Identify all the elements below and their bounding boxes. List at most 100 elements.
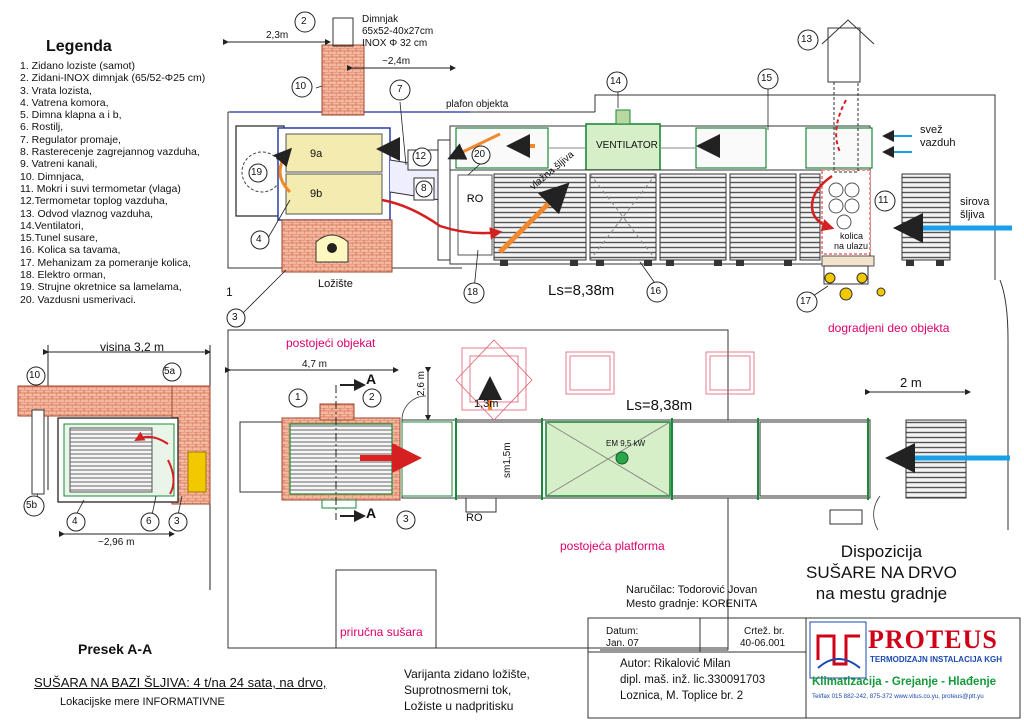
legend-item: 17. Mehanizam za pomeranje kolica, <box>20 256 192 269</box>
section-callout-4: 4 <box>72 516 78 527</box>
legend-item: 3. Vrata lozista, <box>20 84 92 97</box>
company-logo: PROTEUS <box>868 625 998 654</box>
company-tagline: TERMODIZAJN INSTALACIJA KGH <box>870 655 1002 664</box>
motor-label: EM 9,5 kW <box>606 439 646 448</box>
legend-item: 19. Strujne okretnice sa lamelama, <box>20 281 182 294</box>
makeshift-dryer-label: priručna sušara <box>340 625 423 639</box>
top-view: RO <box>223 11 1012 328</box>
company-contact: Tel/fax 015 882-242, 875-372 www.vitus.c… <box>812 693 984 700</box>
fresh-air-1: svež <box>920 124 943 136</box>
cut-mark-top: A <box>366 371 377 387</box>
section-view <box>17 345 211 590</box>
svg-text:RO: RO <box>467 193 484 205</box>
drawing-title-line: Dispozicija <box>840 542 923 561</box>
cart-in-1: kolica <box>840 231 864 241</box>
cart-in-2: na ulazu <box>834 241 869 251</box>
platform-label: postojeća platforma <box>560 539 665 553</box>
legend-item: 16. Kolica sa tavama, <box>20 244 121 257</box>
site-line: Mesto gradnje: KORENITA <box>626 598 758 610</box>
section-callout-5a: 5a <box>164 366 176 377</box>
raw-plums-1: sirova <box>960 196 990 208</box>
legend-item: 18. Elektro orman, <box>20 269 106 282</box>
plan-callout-2: 2 <box>369 392 375 403</box>
drawing-title: Dispozicija SUŠARE NA DRVO na mestu grad… <box>806 541 957 604</box>
legend-item: 10. Dimnjaca, <box>20 170 85 183</box>
date-value: Jan. 07 <box>606 638 639 649</box>
callout-15: 15 <box>761 73 773 84</box>
legend-item: 2. Zidani-INOX dimnjak (65/52-Φ25 cm) <box>20 72 206 85</box>
legend-title: Legenda <box>46 38 112 55</box>
date-label: Datum: <box>606 626 639 637</box>
callout-one-label: 1 <box>226 285 233 299</box>
callout-12: 12 <box>415 151 427 162</box>
dim-2-3m: 2,3m <box>266 30 289 41</box>
client-line: Naručilac: Todorović Jovan <box>626 584 758 596</box>
dim-2-6m: 2,6 m <box>416 370 427 396</box>
legend-item: 20. Vazdusni usmerivaci. <box>20 293 136 306</box>
variant-line-1: Varijanta zidano ložište, <box>404 667 530 681</box>
legend-item: 13. Odvod vlaznog vazduha, <box>20 207 154 220</box>
cut-mark-bottom: A <box>366 505 377 521</box>
callout-17: 17 <box>800 296 812 307</box>
legend-item: 14.Ventilatori, <box>20 219 84 232</box>
ventilator-label: VENTILATOR <box>596 140 658 151</box>
dim-4-7m: 4,7 m <box>302 359 328 370</box>
author-line: Autor: Rikalović Milan <box>620 658 731 670</box>
drawing-title-line: na mestu gradnje <box>815 584 948 603</box>
chimney-dims-1: Dimnjak <box>362 14 399 25</box>
callout-20: 20 <box>474 149 486 160</box>
dim-1-5m: sm1,5m <box>502 442 513 478</box>
drawing-title-line: SUŠARE NA DRVO <box>806 563 957 582</box>
fresh-air-2: vazduh <box>920 137 956 149</box>
callout-11: 11 <box>878 195 889 206</box>
section-width: ~2,96 m <box>98 537 135 548</box>
legend-item: 6. Rostilj, <box>20 121 64 134</box>
channel-9a-label: 9a <box>310 148 323 160</box>
company-services: Klimatizacija - Grejanje - Hlađenje <box>812 676 997 688</box>
section-callout-5b: 5b <box>26 500 38 511</box>
callout-19: 19 <box>251 167 263 178</box>
dims-note: Lokacijske mere INFORMATIVNE <box>60 696 225 708</box>
dim-2m: 2 m <box>900 375 922 390</box>
callout-7: 7 <box>397 84 403 95</box>
legend-item: 11. Mokri i suvi termometar (vlaga) <box>20 182 181 195</box>
callout-8: 8 <box>421 183 427 194</box>
callout-2: 2 <box>301 16 307 27</box>
chimney-dims-2: 65x52-40x27cm <box>362 26 434 37</box>
added-part-label: dogradjeni deo objekta <box>828 321 950 335</box>
ceiling-label: plafon objekta <box>446 99 509 110</box>
plan-ro-label: RO <box>466 512 483 524</box>
address-line: Loznica, M. Toplice br. 2 <box>620 690 744 702</box>
channel-9b-label: 9b <box>310 188 323 200</box>
callout-13: 13 <box>801 34 813 45</box>
chimney-dims-3: INOX Φ 32 cm <box>362 38 428 49</box>
legend-item: 7. Regulator promaje, <box>20 133 121 146</box>
firebox-label: Ložište <box>318 278 353 290</box>
callout-14: 14 <box>610 76 622 87</box>
plan-callout-3: 3 <box>403 514 409 525</box>
section-height: visina 3,2 m <box>100 340 165 354</box>
section-title: Presek A-A <box>78 641 153 657</box>
capacity-note: SUŠARA NA BAZI ŠLJIVA: 4 t/na 24 sata, n… <box>34 675 327 690</box>
dim-1-3m: 1,3m <box>474 398 499 410</box>
legend-item: 5. Dimna klapna a i b, <box>20 109 122 122</box>
legend-item: 8. Rasterecenje zagrejannog vazduha, <box>20 146 200 159</box>
callout-16: 16 <box>650 286 662 297</box>
section-callout-10: 10 <box>29 370 41 381</box>
callout-4: 4 <box>256 234 262 245</box>
plan-view <box>225 279 1010 651</box>
legend-item: 15.Tunel susare, <box>20 232 98 245</box>
legend-item: 4. Vatrena komora, <box>20 96 109 109</box>
callout-18: 18 <box>467 287 479 298</box>
callout-10: 10 <box>295 81 307 92</box>
section-callout-3: 3 <box>174 516 180 527</box>
callout-3: 3 <box>232 312 238 323</box>
legend-item: 1. Zidano loziste (samot) <box>20 60 135 72</box>
section-callout-6: 6 <box>146 516 152 527</box>
drawing-no-label: Crtež. br. <box>744 626 785 637</box>
tunnel-length-plan: Ls=8,38m <box>626 397 693 414</box>
credentials-line: dipl. maš. inž. lic.330091703 <box>620 674 766 686</box>
tunnel-length-top: Ls=8,38m <box>548 282 615 299</box>
legend-list: 1. Zidano loziste (samot) 2. Zidani-INOX… <box>20 60 205 306</box>
